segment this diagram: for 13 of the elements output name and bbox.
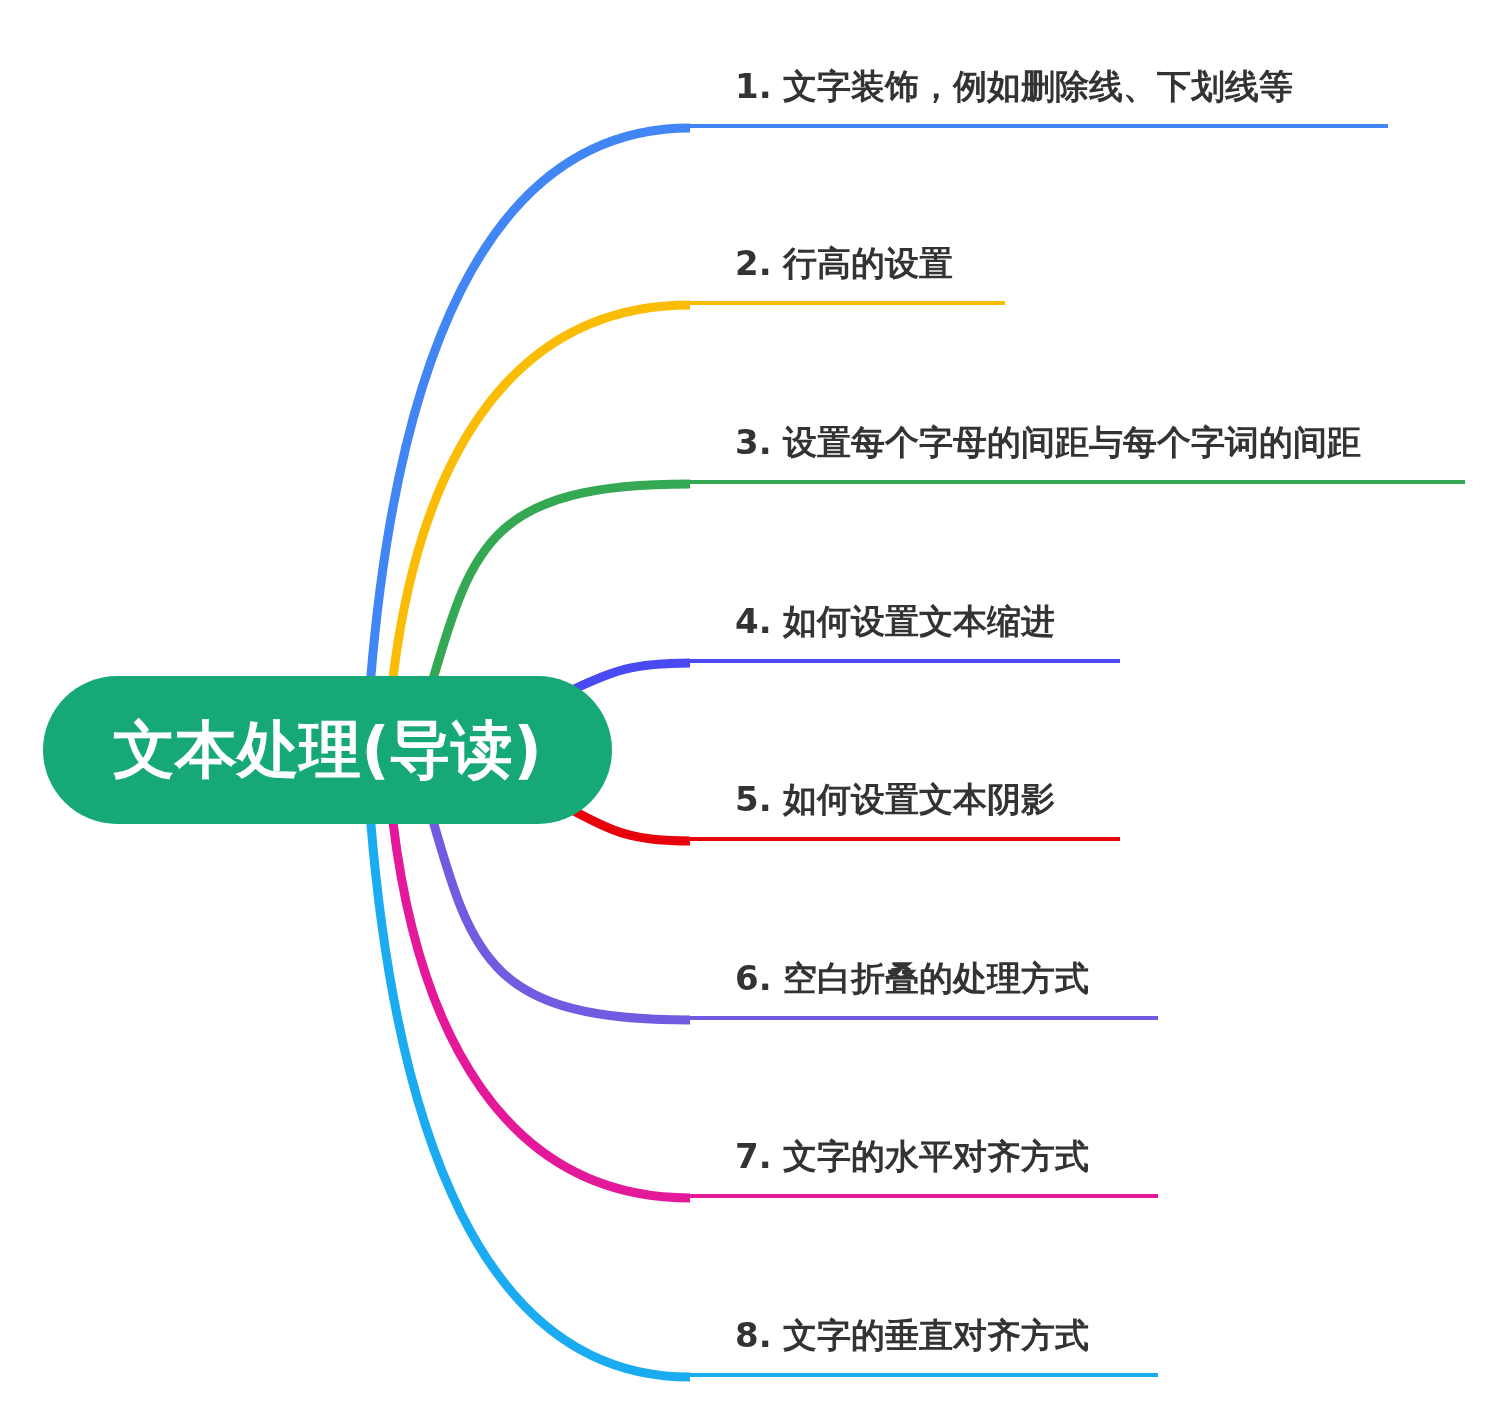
topic-label: 8. 文字的垂直对齐方式 <box>735 1314 1090 1357</box>
branch-connector <box>366 123 691 679</box>
topic-label: 3. 设置每个字母的间距与每个字词的间距 <box>735 421 1362 464</box>
topic-label: 4. 如何设置文本缩进 <box>735 600 1056 643</box>
topic-label: 7. 文字的水平对齐方式 <box>735 1135 1090 1178</box>
topic-label: 1. 文字装饰，例如删除线、下划线等 <box>735 65 1294 108</box>
branch-connector <box>388 300 691 679</box>
branch-connector <box>366 821 691 1382</box>
topic-title: 文本处理(导读) <box>113 712 542 788</box>
topic-label: 2. 行高的设置 <box>735 242 954 285</box>
topic-label: 6. 空白折叠的处理方式 <box>735 957 1090 1000</box>
branch-connector <box>388 821 691 1203</box>
topic-label: 5. 如何设置文本阴影 <box>735 778 1056 821</box>
